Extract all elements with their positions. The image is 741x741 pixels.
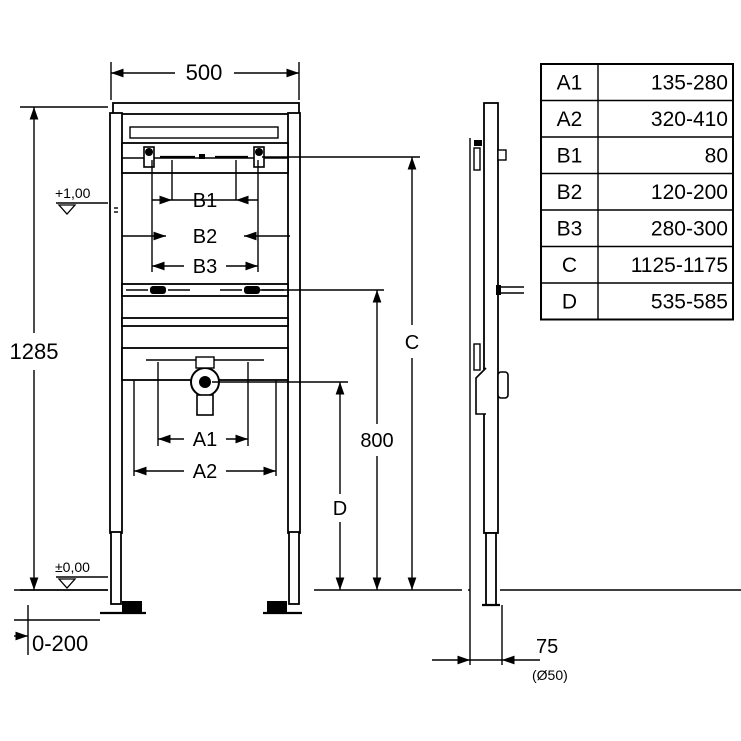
table-value-cell: 120-200: [651, 181, 728, 204]
table-key-cell: B3: [557, 217, 583, 240]
table-key-cell: C: [562, 254, 577, 277]
b1-label: B1: [193, 190, 217, 212]
table-key-cell: A2: [557, 108, 583, 131]
table-value-cell: 280-300: [651, 217, 728, 240]
side-view: [468, 102, 741, 665]
level-upper-label: +1,00: [55, 185, 91, 201]
table-value-cell: 135-280: [651, 71, 728, 94]
c-label: C: [405, 332, 419, 354]
width-label: 500: [186, 60, 223, 85]
dim-depth: 75 (Ø50): [432, 636, 568, 683]
table-value-cell: 535-585: [651, 290, 728, 313]
dim-a-series: A1 A2: [133, 362, 277, 483]
table-key-cell: A1: [557, 71, 583, 94]
table-value-cell: 80: [705, 144, 728, 167]
a2-label: A2: [193, 461, 217, 483]
table-value-cell: 1125-1175: [631, 254, 728, 277]
depth-label: 75: [536, 636, 558, 658]
b2-label: B2: [193, 226, 217, 248]
dim-vertical-set: C 800 D: [212, 156, 462, 591]
dim-b-series: B1 B2 B3: [122, 160, 290, 278]
floor-adjustment: 0-200: [14, 589, 108, 656]
tap-height-label: 800: [360, 430, 393, 452]
b3-label: B3: [193, 256, 217, 278]
middle-fittings: [126, 286, 284, 294]
drain-fitting: [190, 356, 220, 416]
table-border: [540, 63, 734, 321]
level-zero-label: ±0,00: [55, 559, 90, 575]
table-key-cell: B1: [557, 144, 583, 167]
level-marker-upper: +1,00: [55, 185, 108, 215]
dim-height: 1285: [10, 106, 108, 591]
front-frame: [100, 102, 302, 615]
table-key-cell: B2: [557, 181, 583, 204]
level-marker-zero: ±0,00: [55, 559, 108, 589]
dim-width: 500: [110, 60, 300, 100]
d-label: D: [333, 498, 347, 520]
height-label: 1285: [10, 339, 59, 364]
pipe-label: (Ø50): [532, 667, 568, 683]
table-key-cell: D: [562, 290, 577, 313]
a1-label: A1: [193, 429, 217, 451]
table-value-cell: 320-410: [651, 108, 728, 131]
floor-adjust-label: 0-200: [32, 631, 88, 656]
